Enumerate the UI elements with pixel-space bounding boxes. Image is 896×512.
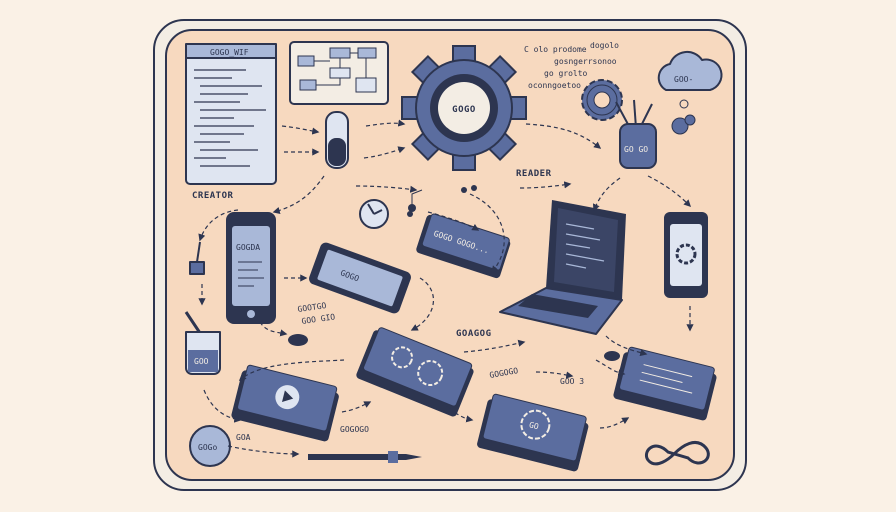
svg-text:dogolo: dogolo [590,41,619,50]
small-gear-icon [582,80,622,120]
svg-text:GOA: GOA [236,433,251,442]
bottom-caption: GOGOGO [340,425,369,434]
svg-text:gosngerrsonoo: gosngerrsonoo [554,57,617,66]
flowchart-icon [290,42,388,104]
svg-text:GOGo: GOGo [198,443,217,452]
creator-label: CREATOR [192,191,234,201]
svg-text:C olo prodome: C olo prodome [524,45,587,54]
jar-label: GO GO [624,145,648,154]
left-phone-icon: GOGDA [226,212,276,324]
right-token [604,351,620,361]
svg-text:GOGDA: GOGDA [236,243,260,252]
middle-caption: GOAGOG [456,329,492,339]
svg-text:GOO: GOO [194,357,209,366]
svg-text:go grolto: go grolto [544,69,588,78]
code-window: GOGO_WIF [186,44,276,184]
cloud-label: GOO- [674,75,693,84]
code-window-title: GOGO_WIF [210,48,249,57]
svg-text:oconngoetoo: oconngoetoo [528,81,581,90]
central-gear-icon: GOGO [402,46,526,170]
right-phone-icon [664,212,708,298]
gear-label: GOGO [452,105,476,115]
reader-label: READER [516,169,552,179]
test-tube-icon [326,112,348,168]
svg-text:GOO 3: GOO 3 [560,377,584,386]
button-token [288,334,308,346]
